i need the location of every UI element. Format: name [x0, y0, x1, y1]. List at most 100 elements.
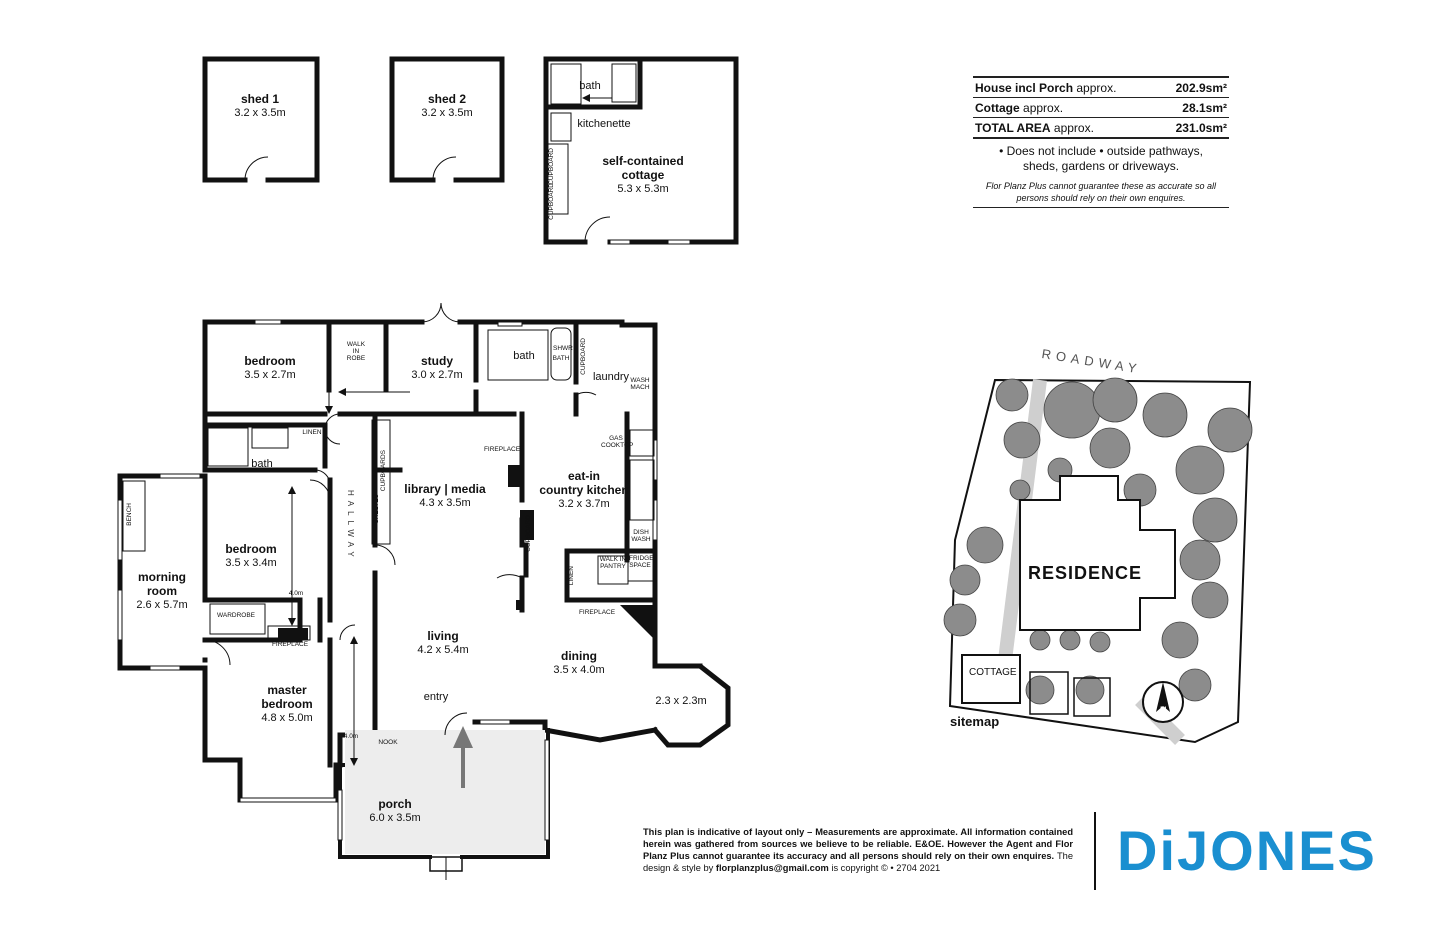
room-name-1: eat-in — [567, 469, 601, 483]
designer-email: florplanzplus@gmail.com — [715, 863, 829, 874]
fireplaces — [278, 465, 655, 640]
area-key: House incl Porch — [975, 81, 1074, 95]
brand-logo: DiJONES — [1117, 819, 1377, 882]
wash-mach-label: WASH MACH — [630, 377, 650, 391]
disclaimer-by-prefix: The design & style by — [643, 851, 1073, 874]
shed-1-walls — [202, 56, 320, 183]
fireplace-master-label: FIREPLACE — [271, 641, 309, 648]
room-name: study — [420, 354, 454, 368]
cupboard-cottage-2-label: CUPBOARD — [548, 183, 555, 220]
kitchenette-label: kitchenette — [577, 118, 630, 131]
disclaimer: This plan is indicative of layout only –… — [643, 826, 1073, 874]
dimension-lines — [291, 390, 410, 762]
area-value: 231.0sm² — [1175, 121, 1227, 135]
room-name-2: country kitchen — [539, 482, 629, 497]
bench-label: BENCH — [126, 503, 133, 526]
area-guarantee-note: Flor Planz Plus cannot guarantee these a… — [973, 180, 1229, 209]
room-name: bath — [513, 350, 535, 362]
bath-small-label: BATH — [552, 355, 570, 362]
room-dim: 3.2 x 3.5m — [421, 106, 473, 119]
walk-in-pantry-label: WALK IN PANTRY — [599, 556, 627, 570]
sitemap-title: sitemap — [950, 714, 1000, 729]
area-value: 28.1sm² — [1182, 101, 1227, 115]
area-suffix: approx. — [1023, 101, 1064, 115]
windows — [117, 239, 691, 841]
room-name: shed 1 — [240, 92, 280, 106]
room-name-1: master — [267, 683, 307, 697]
room-dim: 3.5 x 2.7m — [244, 368, 296, 381]
gas-cooktop-label: GAS COOKTOP — [601, 435, 634, 449]
dimension-4m-b: 4.0m — [343, 733, 359, 740]
north-arrow-icon: N — [1160, 705, 1167, 715]
walk-in-robe-label: WALK IN ROBE — [346, 341, 366, 362]
shelves-label: SHELVES — [373, 494, 380, 524]
entry-arrow — [453, 726, 473, 788]
inner-walls — [202, 319, 658, 768]
hallway-label: HALLWAY — [346, 490, 355, 562]
area-row-house: House incl Porch approx. 202.9sm² — [973, 76, 1229, 98]
room-dim: 4.3 x 3.5m — [419, 496, 471, 509]
room-name: bath — [579, 80, 601, 92]
room-name: library | media — [404, 482, 486, 496]
sitemap-drawing — [943, 377, 1253, 745]
shed-2-walls — [389, 56, 505, 183]
bay-window — [651, 663, 731, 748]
room-dim: 3.5 x 3.4m — [225, 556, 277, 569]
bath-mid-label: bath — [251, 458, 272, 471]
room-name: bath — [251, 458, 273, 470]
cupboards-label: CUPBOARDS — [380, 450, 387, 492]
room-name-2: cottage — [621, 167, 665, 182]
room-name-2: room — [146, 583, 177, 598]
disclaimer-copyright: is copyright © • 2704 2021 — [831, 863, 941, 874]
room-dim: 3.2 x 3.7m — [558, 497, 610, 510]
room-dim: 3.5 x 4.0m — [553, 663, 605, 676]
room-name-2: bedroom — [261, 696, 313, 711]
room-dim: 5.3 x 5.3m — [617, 182, 669, 195]
bay-label: 2.3 x 2.3m — [655, 695, 706, 708]
area-exclusions-note: • Does not include • outside pathways, s… — [999, 144, 1203, 173]
shower-label: SHWR — [553, 345, 573, 352]
room-name-1: morning — [137, 570, 186, 584]
fridge-space-label: FRIDGE SPACE — [629, 555, 654, 569]
room-name: living — [427, 629, 459, 643]
room-name: bedroom — [225, 542, 277, 556]
room-dim: 2.3 x 2.3m — [655, 695, 707, 707]
nook-label: NOOK — [378, 739, 398, 746]
area-key: Cottage — [975, 101, 1020, 115]
room-dim: 3.0 x 2.7m — [411, 368, 463, 381]
brand-divider — [1094, 812, 1096, 890]
room-name: shed 2 — [427, 92, 467, 106]
area-summary: House incl Porch approx. 202.9sm² Cottage… — [973, 76, 1229, 209]
entry-label: entry — [424, 691, 448, 704]
fireplace-library-label: FIREPLACE — [483, 446, 521, 453]
room-dim: 3.2 x 3.5m — [234, 106, 286, 119]
fireplace-dining-label: FIREPLACE — [578, 609, 616, 616]
room-name: entry — [423, 691, 449, 703]
linen-kitchen-label: LINEN — [568, 566, 575, 586]
disclaimer-text: This plan is indicative of layout only –… — [643, 827, 1073, 862]
doors — [204, 156, 611, 736]
room-name: kitchenette — [577, 118, 631, 130]
sitemap-cottage-label: COTTAGE — [969, 667, 1017, 678]
porch-floor — [345, 730, 545, 854]
area-row-cottage: Cottage approx. 28.1sm² — [973, 98, 1229, 118]
area-value: 202.9sm² — [1175, 81, 1227, 95]
room-dim: 2.6 x 5.7m — [136, 598, 188, 611]
dimension-4m-a: 4.0m — [288, 590, 304, 597]
area-suffix: approx. — [1076, 81, 1117, 95]
cupboard-cottage-1-label: CUPBOARD — [548, 148, 555, 185]
fixtures — [122, 63, 655, 641]
room-name-1: self-contained — [602, 154, 684, 168]
room-name: porch — [378, 797, 412, 811]
